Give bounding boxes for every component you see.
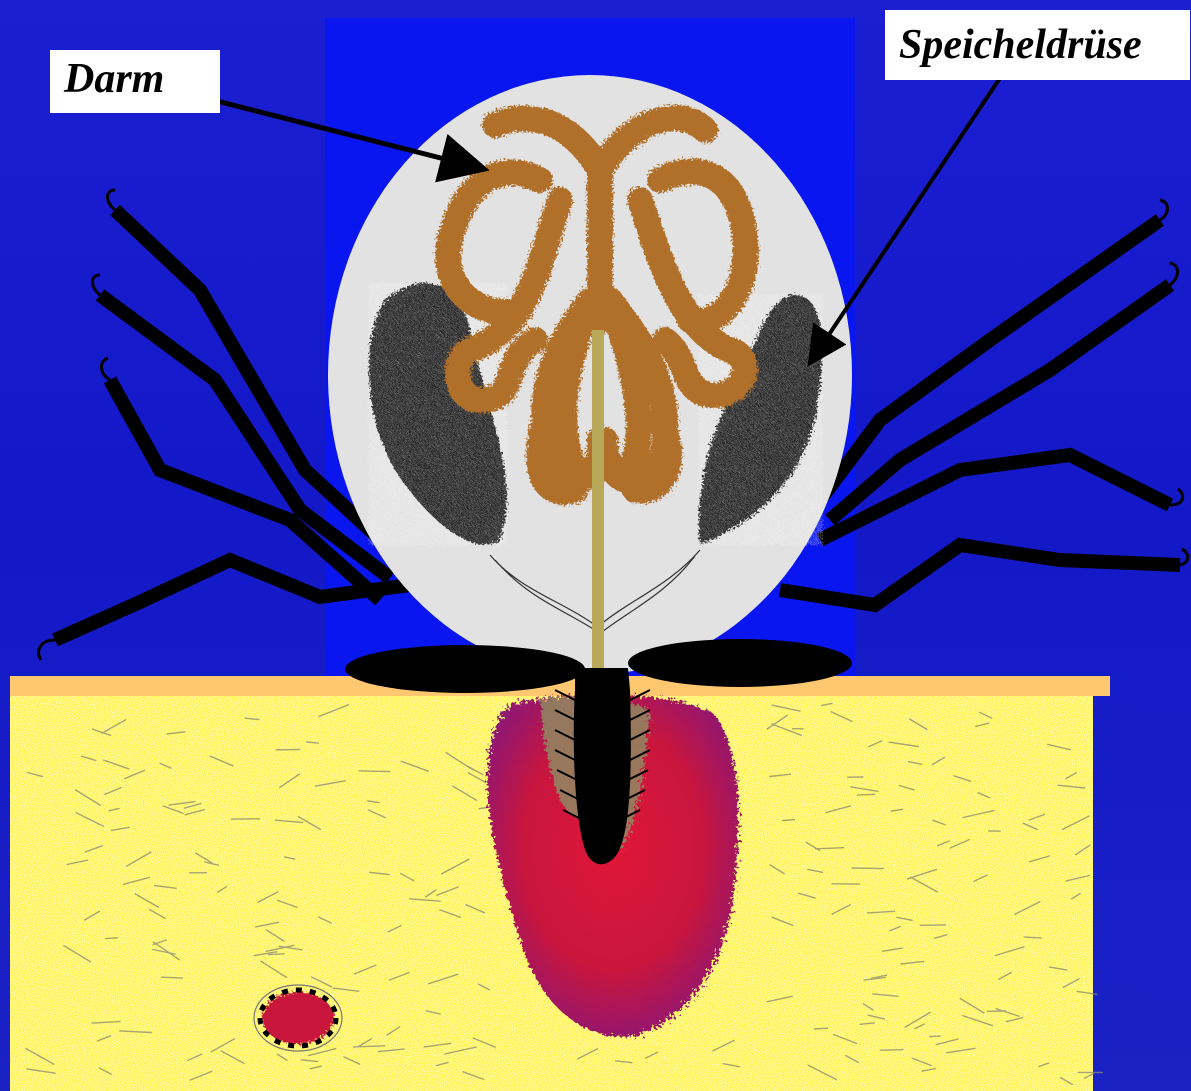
skin-lesion [254, 985, 342, 1051]
tissue-fiber [857, 794, 874, 795]
pharynx [592, 330, 604, 670]
tissue-fiber [852, 868, 883, 869]
label-darm: Darm [50, 50, 220, 113]
tissue-fiber [106, 938, 118, 939]
tissue-fiber [359, 771, 390, 772]
tissue-fiber [880, 1050, 903, 1051]
tissue-fiber [269, 954, 285, 955]
tissue-fiber [783, 820, 795, 821]
tissue-fiber [930, 1036, 940, 1037]
label-speicheldruese: Speicheldrüse [885, 10, 1190, 80]
tissue-fiber [162, 977, 183, 978]
tissue-fiber [1024, 937, 1041, 938]
tissue-fiber [814, 1028, 827, 1029]
